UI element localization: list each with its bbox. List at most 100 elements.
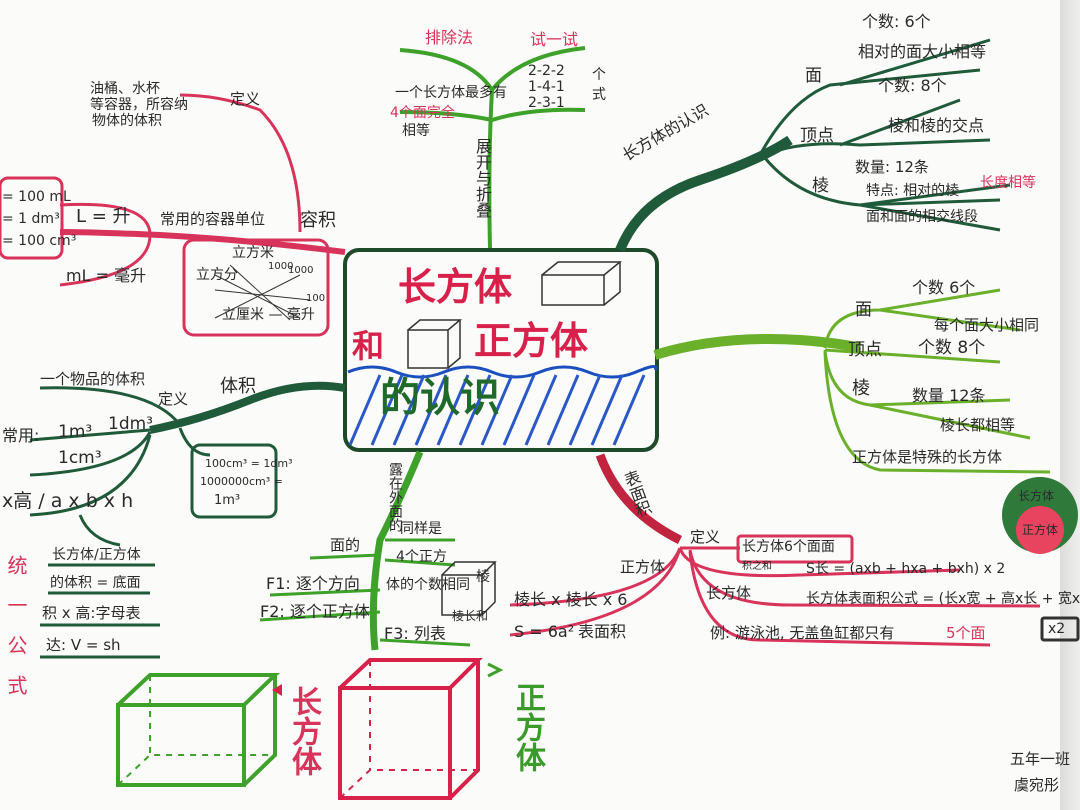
- f2-label: F2: 逐个正方体: [260, 602, 370, 621]
- exposed-label: 露在外面的: [387, 462, 403, 532]
- cube-edge: 棱: [852, 378, 870, 399]
- top-right-3: 2-3-1: [528, 95, 565, 111]
- big-cube-drawing: [338, 658, 483, 800]
- cube-vertex-count: 个数 8个: [918, 338, 986, 358]
- capacity-label: 容积: [300, 210, 336, 231]
- unify-3: 积 x 高:字母表: [42, 604, 141, 622]
- title-cube-sketch: [407, 319, 463, 369]
- capacity-def-1: 油桶、水杯: [90, 81, 160, 97]
- top-right-tag1: 个: [592, 67, 606, 83]
- cuboid-edge: 棱: [812, 176, 829, 196]
- unit-box-100: 100: [306, 293, 326, 304]
- surface-def: 定义: [690, 528, 721, 546]
- conv-box-1: 100cm³ = 1dm³: [205, 457, 293, 470]
- volume-def-text: 一个物品的体积: [40, 370, 146, 388]
- cube-face-count: 个数 6个: [912, 278, 976, 297]
- container-unit-label: 常用的容器单位: [160, 210, 266, 228]
- conv-2: = 1 dm³: [2, 211, 60, 227]
- surface-example: 例: 游泳池, 无盖鱼缸都只有: [710, 624, 895, 642]
- surface-def-box: 长方体6个面面: [742, 539, 835, 555]
- venn-outer-label: 长方体: [1018, 489, 1055, 503]
- arrow-left-icon: [272, 684, 282, 696]
- top-right-tag2: 式: [592, 87, 606, 103]
- cuboid-vertex-rule: 棱和棱的交点: [888, 116, 985, 135]
- cuboid-face: 面: [805, 66, 822, 86]
- cuboid-sub: [758, 38, 1011, 232]
- liter-unit: L = 升: [76, 206, 131, 227]
- surface-def-sub: 积之和: [742, 561, 772, 572]
- conv-box-3: 1m³: [214, 493, 241, 508]
- cube-edge-count: 数量 12条: [912, 386, 986, 405]
- top-tree: [399, 46, 586, 249]
- unify-label: 统一公式: [4, 555, 28, 715]
- signature-name: 虞宛彤: [1014, 776, 1060, 794]
- face-of-label: 面的: [330, 536, 361, 554]
- cuboid-edge-count: 数量: 12条: [855, 158, 929, 176]
- conv-3: = 100 cm³: [2, 233, 77, 249]
- surface-branch: [595, 453, 683, 545]
- capacity-def-3: 物体的体积: [92, 113, 162, 129]
- edge-formula: 棱长 x 棱长 x 6: [514, 590, 628, 609]
- surface-s-formula: S长 = (axb + hxa + bxh) x 2: [806, 561, 1006, 577]
- signature-class: 五年一班: [1010, 750, 1071, 768]
- s6a-formula: S = 6a²: [514, 622, 575, 641]
- surface-cube: 正方体: [620, 558, 666, 576]
- top-stem-label: 展开与折叠: [473, 138, 492, 218]
- unit-box-top: 立方米: [232, 245, 274, 261]
- unit-box-left: 立方分: [196, 267, 238, 283]
- cube-side-1: 棱: [476, 569, 490, 585]
- four-squares: 4个正方: [396, 549, 447, 565]
- unify-1: 长方体/正方体: [52, 547, 141, 563]
- f3-label: F3: 列表: [384, 624, 446, 643]
- cube-face-rule: 每个面大小相同: [934, 316, 1040, 334]
- big-cube-label: 正方体: [510, 682, 545, 772]
- small-cube-sketch: [441, 561, 497, 616]
- cube-sub: [823, 288, 1051, 474]
- surface-area-formula: 长方体表面积公式 = (长x宽 + 高x长 + 宽x高): [806, 591, 1080, 607]
- cuboid-face-rule: 相对的面大小相等: [858, 42, 987, 61]
- cuboid-branch: [615, 135, 793, 252]
- cuboid-vertex-count: 个数: 8个: [878, 76, 947, 95]
- unfold-sub: [259, 538, 471, 647]
- capacity-def-label: 定义: [230, 90, 261, 108]
- surface-sub: [509, 534, 1080, 647]
- unit-m3: 1m³: [58, 422, 93, 442]
- common-units-label: 常用:: [2, 426, 40, 445]
- unify-underlines: [40, 563, 160, 659]
- surface-cuboid: 长方体: [706, 584, 752, 602]
- title-cube: 正方体: [474, 319, 589, 363]
- body-count-label: 体的个数相同: [386, 577, 470, 593]
- wave-line: [347, 365, 658, 379]
- method-exclusion: 排除法: [425, 28, 474, 47]
- cube-side-2: 棱长和: [452, 609, 489, 623]
- venn-inner: [1016, 506, 1064, 554]
- unit-box-1000a: 1000: [268, 261, 294, 272]
- unit-box-1000b: 1000: [288, 265, 314, 276]
- top-note-2: 4个面完全: [390, 105, 455, 121]
- paper-edge: [1060, 0, 1080, 810]
- title-recognition: 的认识: [380, 375, 500, 421]
- f1-label: F1: 逐个方向: [266, 574, 360, 593]
- surface-x2: x2: [1048, 621, 1066, 637]
- capacity-def-2: 等容器，所容纳: [90, 97, 188, 113]
- top-right-1: 2-2-2: [528, 63, 565, 79]
- title-cuboid-sketch: [541, 261, 623, 306]
- unit-dm3: 1dm³: [108, 414, 153, 434]
- cube-branch: [653, 334, 862, 360]
- cuboid-edge-rule2: 面和面的相交线段: [866, 209, 978, 225]
- volume-label: 体积: [220, 376, 256, 397]
- venn-inner-label: 正方体: [1022, 523, 1059, 537]
- volume-sub: [29, 386, 278, 547]
- cube-edge-rule: 棱长都相等: [940, 416, 1016, 434]
- same-label: 同样是: [400, 521, 442, 537]
- top-right-2: 1-4-1: [528, 79, 565, 95]
- unit-cm3: 1cm³: [58, 448, 102, 468]
- top-note-1: 一个长方体最多有: [395, 85, 507, 101]
- ml-unit: mL = 毫升: [66, 266, 147, 285]
- title-cuboid: 长方体: [398, 265, 513, 309]
- cuboid-face-count: 个数: 6个: [862, 12, 931, 31]
- surface-area-label: 表面积: [578, 622, 627, 641]
- capacity-sub: [0, 93, 330, 337]
- top-note-3: 相等: [402, 123, 430, 139]
